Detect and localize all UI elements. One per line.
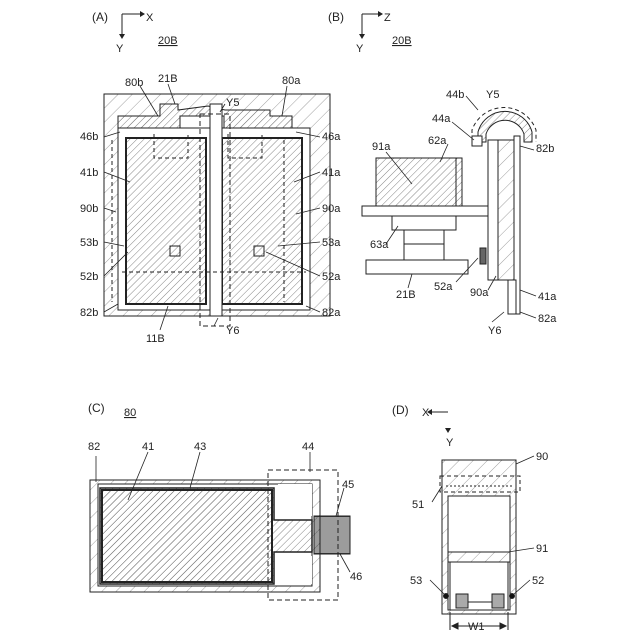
label-53: 53: [410, 575, 422, 587]
label-82a-b: 82a: [538, 313, 557, 325]
label-W1: W1: [468, 621, 485, 633]
panel-c: (C) 80 8: [88, 401, 362, 600]
panel-a-axis-indicator: [119, 11, 145, 39]
panel-a-label: (A): [92, 10, 108, 24]
panel-d-axis-x: X: [422, 407, 430, 419]
label-46a: 46a: [322, 131, 341, 143]
label-91a: 91a: [372, 141, 391, 153]
panel-b-ref: 20B: [392, 35, 412, 47]
panel-c-ref: 80: [124, 407, 136, 419]
label-Y6: Y6: [226, 325, 239, 337]
label-52a-b: 52a: [434, 281, 453, 293]
label-90a: 90a: [322, 203, 341, 215]
label-52b: 52b: [80, 271, 98, 283]
label-63a: 63a: [370, 239, 389, 251]
label-53b: 53b: [80, 237, 98, 249]
label-80a: 80a: [282, 75, 301, 87]
panel-d-label: (D): [392, 403, 409, 417]
label-82a: 82a: [322, 307, 341, 319]
label-91: 91: [536, 543, 548, 555]
label-82b-b: 82b: [536, 143, 554, 155]
label-41a-b: 41a: [538, 291, 557, 303]
label-41b: 41b: [80, 167, 98, 179]
panel-a-axis-x: X: [146, 12, 154, 24]
label-44: 44: [302, 441, 314, 453]
panel-b-axis-indicator: [359, 11, 383, 39]
panel-d-axis-y: Y: [446, 437, 454, 449]
label-53a: 53a: [322, 237, 341, 249]
label-41: 41: [142, 441, 154, 453]
panel-c-label: (C): [88, 401, 105, 415]
label-90a-b: 90a: [470, 287, 489, 299]
label-Y6b: Y6: [488, 325, 501, 337]
panel-a-ref: 20B: [158, 35, 178, 47]
label-21B-b: 21B: [396, 289, 416, 301]
panel-a: (A) X Y 20B: [80, 10, 341, 345]
label-51: 51: [412, 499, 424, 511]
label-82b: 82b: [80, 307, 98, 319]
panel-a-axis-y: Y: [116, 43, 124, 55]
panel-d: (D) X Y: [392, 403, 548, 633]
label-52: 52: [532, 575, 544, 587]
label-52a: 52a: [322, 271, 341, 283]
panel-d-axis-indicator: [427, 409, 451, 433]
label-80b: 80b: [125, 77, 143, 89]
panel-c-drawing: [90, 470, 350, 600]
label-Y5b: Y5: [486, 89, 499, 101]
label-46: 46: [350, 571, 362, 583]
panel-b: (B) Z Y 20B: [328, 10, 557, 337]
label-41a: 41a: [322, 167, 341, 179]
panel-b-axis-x: Z: [384, 12, 391, 24]
panel-b-axis-y: Y: [356, 43, 364, 55]
label-21B: 21B: [158, 73, 178, 85]
label-11B: 11B: [146, 333, 165, 345]
label-Y5: Y5: [226, 97, 239, 109]
panel-d-drawing: [440, 460, 520, 630]
panel-b-label: (B): [328, 10, 344, 24]
label-43: 43: [194, 441, 206, 453]
label-90b: 90b: [80, 203, 98, 215]
label-45: 45: [342, 479, 354, 491]
label-44b: 44b: [446, 89, 464, 101]
label-90: 90: [536, 451, 548, 463]
label-44a: 44a: [432, 113, 451, 125]
panel-a-drawing: [104, 94, 330, 326]
label-46b: 46b: [80, 131, 98, 143]
label-62a: 62a: [428, 135, 447, 147]
label-82: 82: [88, 441, 100, 453]
